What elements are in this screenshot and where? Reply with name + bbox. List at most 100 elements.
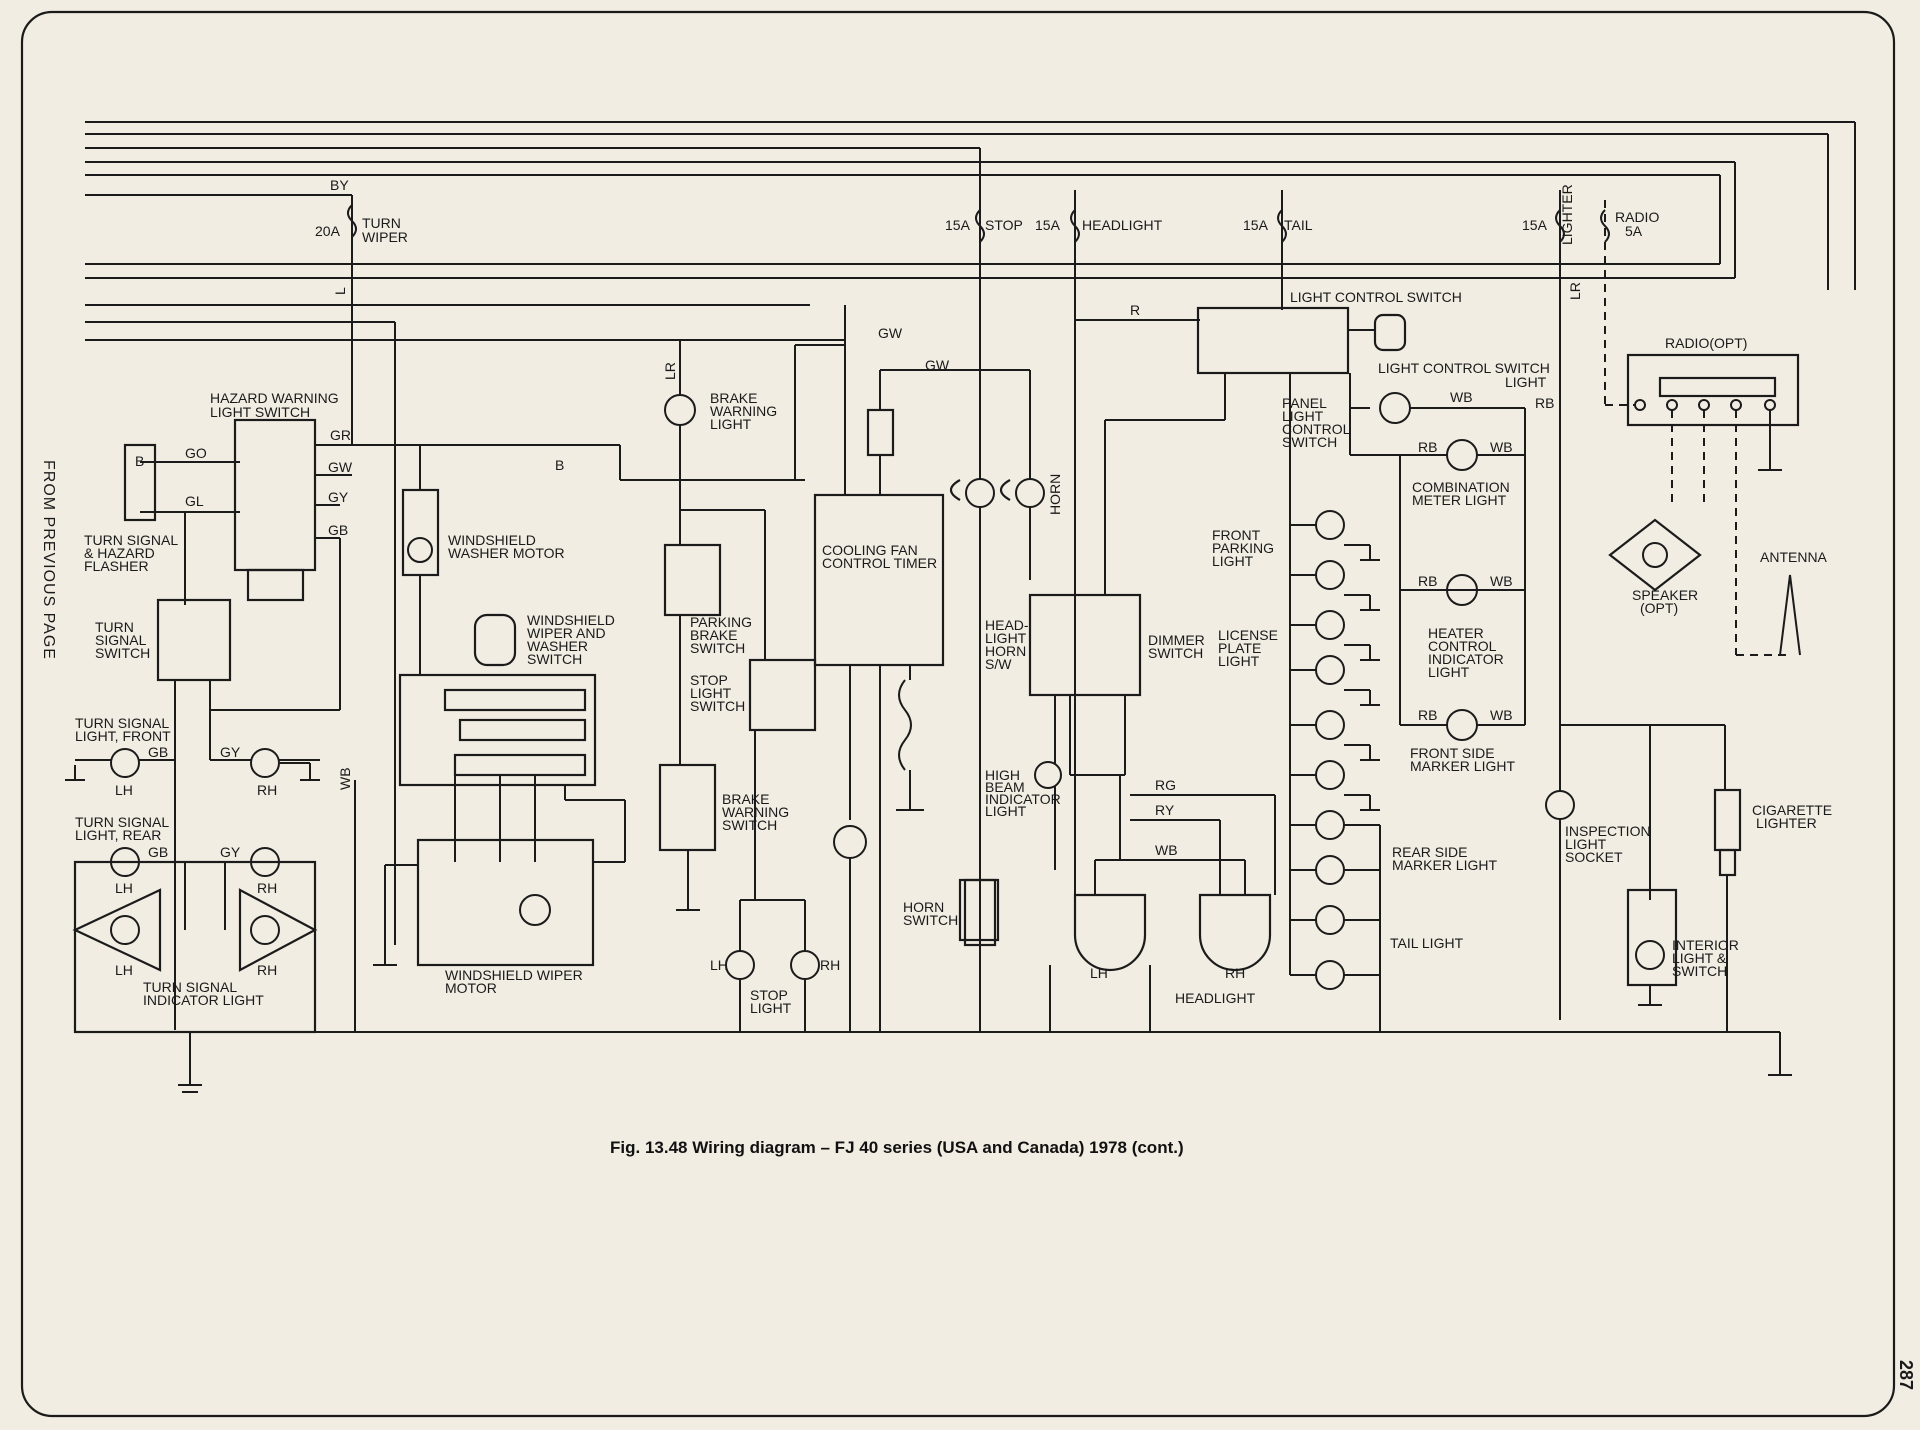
label-headlight: HEADLIGHT (1175, 990, 1256, 1006)
label-w-gl: GL (185, 493, 204, 509)
label-license-3: LIGHT (1218, 653, 1260, 669)
label-radio-rating: 5A (1625, 223, 1643, 239)
label-panel-4: SWITCH (1282, 434, 1337, 450)
label-w-gw: GW (328, 459, 353, 475)
label-stop-sw-1: STOP (690, 672, 728, 688)
label-w-wb4: WB (1490, 573, 1513, 589)
label-hazard-2: LIGHT SWITCH (210, 404, 310, 420)
label-wiper-sw-1: WINDSHIELD (527, 612, 615, 628)
label-w-rg: RG (1155, 777, 1176, 793)
label-wiper-sw-2: WIPER AND (527, 625, 606, 641)
label-w-wb1: WB (337, 767, 353, 790)
label-washer-1: WINDSHIELD (448, 532, 536, 548)
label-turn-flasher-2: & HAZARD (84, 545, 155, 561)
label-stop-light-1: STOP (750, 987, 788, 1003)
label-speaker-2: (OPT) (1640, 600, 1678, 616)
label-stop-sw-2: LIGHT (690, 685, 732, 701)
label-interior-3: SWITCH (1672, 963, 1727, 979)
label-cig-1: CIGARETTE (1752, 802, 1832, 818)
label-tail-rating: 15A (1243, 217, 1269, 233)
horn-section (949, 479, 1011, 942)
label-rh-1: RH (257, 782, 277, 798)
label-rsm-1: REAR SIDE (1392, 844, 1467, 860)
label-turn-wiper-rating: 20A (315, 223, 341, 239)
label-lh-5: LH (1090, 965, 1108, 981)
label-lh-4: LH (710, 957, 728, 973)
label-w-wb5: WB (1490, 707, 1513, 723)
label-brake-sw-1: BRAKE (722, 791, 769, 807)
light-control-section (1196, 306, 1526, 1032)
label-license-1: LICENSE (1218, 627, 1278, 643)
label-hb-3: INDICATOR (985, 791, 1061, 807)
label-ts-front-1: TURN SIGNAL (75, 715, 169, 731)
label-headlight-rating: 15A (1035, 217, 1061, 233)
label-w-lr: LR (662, 362, 678, 380)
label-lcs-light-2: LIGHT (1505, 374, 1547, 390)
label-ts-front-2: LIGHT, FRONT (75, 728, 171, 744)
label-hazard-1: HAZARD WARNING (210, 390, 339, 406)
label-w-wb2: WB (1450, 389, 1473, 405)
label-front-park-3: LIGHT (1212, 553, 1254, 569)
label-inspect-1: INSPECTION (1565, 823, 1651, 839)
label-stop-sw-3: SWITCH (690, 698, 745, 714)
label-stop-name: STOP (985, 217, 1023, 233)
label-lcs: LIGHT CONTROL SWITCH (1290, 289, 1462, 305)
label-heater-3: INDICATOR (1428, 651, 1504, 667)
label-head-horn-1: HEAD- (985, 617, 1029, 633)
label-stop-rating: 15A (945, 217, 971, 233)
label-front-park-1: FRONT (1212, 527, 1261, 543)
fuse-symbols (347, 204, 1610, 243)
label-brake-warn-2: WARNING (710, 403, 777, 419)
label-rh-2: RH (257, 880, 277, 896)
label-lh-3: LH (115, 962, 133, 978)
wiper-section (354, 322, 626, 1032)
label-w-gb3: GB (148, 844, 168, 860)
label-turn-switch-2: SIGNAL (95, 632, 147, 648)
label-wiper-motor-2: MOTOR (445, 980, 497, 996)
label-lighter-name: LIGHTER (1559, 184, 1575, 245)
cooling-fan-section (813, 305, 1045, 1032)
label-w-gy3: GY (220, 844, 241, 860)
label-w-wb6: WB (1155, 842, 1178, 858)
brake-section (619, 340, 845, 1032)
headlight-section (963, 322, 1276, 1032)
label-brake-warn-3: LIGHT (710, 416, 752, 432)
label-speaker-1: SPEAKER (1632, 587, 1698, 603)
side-note: FROM PREVIOUS PAGE (40, 460, 57, 660)
label-rh-3: RH (257, 962, 277, 978)
label-antenna: ANTENNA (1760, 549, 1828, 565)
label-w-gy: GY (328, 489, 349, 505)
label-panel-3: CONTROL (1282, 421, 1351, 437)
label-ts-ind-2: INDICATOR LIGHT (143, 992, 264, 1008)
label-headlight-name: HEADLIGHT (1082, 217, 1163, 233)
label-cig-2: LIGHTER (1756, 815, 1817, 831)
label-inspect-2: LIGHT (1565, 836, 1607, 852)
label-parking-3: SWITCH (690, 640, 745, 656)
label-horn-sw-2: SWITCH (903, 912, 958, 928)
label-panel-1: PANEL (1282, 395, 1327, 411)
label-w-gy2: GY (220, 744, 241, 760)
label-turn-flasher-1: TURN SIGNAL (84, 532, 178, 548)
label-interior-1: INTERIOR (1672, 937, 1739, 953)
label-rh-4: RH (820, 957, 840, 973)
label-tail-light: TAIL LIGHT (1390, 935, 1464, 951)
label-cooling-1: COOLING FAN (822, 542, 918, 558)
label-turn-wiper-name-1: TURN (362, 215, 401, 231)
label-w-ry: RY (1155, 802, 1175, 818)
page-number: 287 (1896, 1360, 1916, 1390)
label-wiper-motor-1: WINDSHIELD WIPER (445, 967, 583, 983)
figure-caption: Fig. 13.48 Wiring diagram – FJ 40 series… (610, 1138, 1184, 1157)
label-cooling-2: CONTROL TIMER (822, 555, 937, 571)
label-head-horn-2: LIGHT (985, 630, 1027, 646)
label-rsm-2: MARKER LIGHT (1392, 857, 1497, 873)
label-fsm-1: FRONT SIDE (1410, 745, 1495, 761)
label-turn-switch-3: SWITCH (95, 645, 150, 661)
label-combo-2: METER LIGHT (1412, 492, 1507, 508)
label-hb-2: BEAM (985, 779, 1025, 795)
label-head-horn-3: HORN (985, 643, 1026, 659)
label-dimmer-2: SWITCH (1148, 645, 1203, 661)
label-lh-1: LH (115, 782, 133, 798)
label-horn-sw-1: HORN (903, 899, 944, 915)
